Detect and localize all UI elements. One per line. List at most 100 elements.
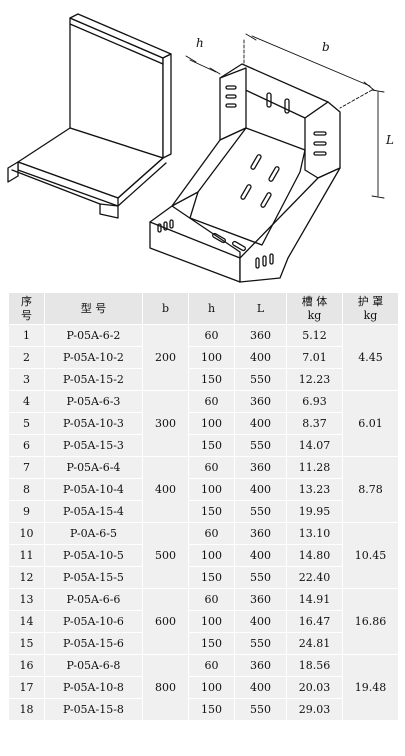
cell-L: 400: [234, 544, 287, 567]
cell-b: 800: [142, 654, 189, 721]
cell-index: 15: [8, 632, 45, 655]
cell-h: 60: [188, 390, 235, 413]
cell-trough-weight: 14.91: [286, 588, 343, 611]
cell-L: 550: [234, 698, 287, 721]
cell-L: 400: [234, 676, 287, 699]
cell-h: 150: [188, 566, 235, 589]
cell-trough-weight: 8.37: [286, 412, 343, 435]
cell-index: 8: [8, 478, 45, 501]
cell-index: 16: [8, 654, 45, 677]
cell-index: 6: [8, 434, 45, 457]
cell-trough-weight: 19.95: [286, 500, 343, 523]
cell-cover-weight: 8.78: [342, 456, 399, 523]
cell-model: P-05A-6-4: [44, 456, 143, 479]
cell-trough-weight: 6.93: [286, 390, 343, 413]
cell-model: P-05A-15-2: [44, 368, 143, 391]
header-b: b: [142, 292, 189, 325]
cell-trough-weight: 11.28: [286, 456, 343, 479]
cell-cover-weight: 10.45: [342, 522, 399, 589]
cell-index: 9: [8, 500, 45, 523]
cell-L: 550: [234, 368, 287, 391]
cell-model: P-05A-15-6: [44, 632, 143, 655]
cell-index: 1: [8, 324, 45, 347]
cell-index: 18: [8, 698, 45, 721]
cell-model: P-05A-6-6: [44, 588, 143, 611]
cell-L: 360: [234, 456, 287, 479]
cell-b: 200: [142, 324, 189, 391]
cell-model: P-05A-10-6: [44, 610, 143, 633]
cell-L: 360: [234, 588, 287, 611]
cell-model: P-05A-10-8: [44, 676, 143, 699]
cell-index: 7: [8, 456, 45, 479]
cell-L: 400: [234, 478, 287, 501]
cell-index: 13: [8, 588, 45, 611]
header-index: 序号: [8, 292, 45, 325]
cell-L: 360: [234, 654, 287, 677]
cell-index: 10: [8, 522, 45, 545]
cell-model: P-05A-15-4: [44, 500, 143, 523]
cell-L: 360: [234, 522, 287, 545]
cell-trough-weight: 13.10: [286, 522, 343, 545]
cell-trough-weight: 20.03: [286, 676, 343, 699]
cell-L: 360: [234, 390, 287, 413]
cell-model: P-05A-6-3: [44, 390, 143, 413]
cell-h: 150: [188, 698, 235, 721]
cell-h: 60: [188, 654, 235, 677]
cell-trough-weight: 12.23: [286, 368, 343, 391]
cell-index: 11: [8, 544, 45, 567]
cell-model: P-05A-6-8: [44, 654, 143, 677]
cell-h: 150: [188, 368, 235, 391]
cell-index: 17: [8, 676, 45, 699]
cell-h: 100: [188, 478, 235, 501]
cell-index: 5: [8, 412, 45, 435]
header-model: 型 号: [44, 292, 143, 325]
cell-trough-weight: 14.80: [286, 544, 343, 567]
cell-L: 550: [234, 500, 287, 523]
cell-model: P-05A-6-2: [44, 324, 143, 347]
cell-h: 150: [188, 632, 235, 655]
cell-b: 500: [142, 522, 189, 589]
cell-model: P-05A-10-2: [44, 346, 143, 369]
cell-L: 400: [234, 346, 287, 369]
cell-h: 60: [188, 588, 235, 611]
cell-model: P-05A-10-5: [44, 544, 143, 567]
trough-drawing: [149, 63, 341, 283]
cell-cover-weight: 4.45: [342, 324, 399, 391]
cell-cover-weight: 6.01: [342, 390, 399, 457]
cell-index: 12: [8, 566, 45, 589]
cell-h: 150: [188, 434, 235, 457]
cell-h: 100: [188, 610, 235, 633]
cell-cover-weight: 19.48: [342, 654, 399, 721]
header-h: h: [188, 292, 235, 325]
cable-tray-drawing: [7, 13, 385, 283]
dimension-label-b: b: [322, 40, 330, 54]
cell-model: P-05A-15-5: [44, 566, 143, 589]
cell-L: 400: [234, 610, 287, 633]
cell-b: 300: [142, 390, 189, 457]
cell-trough-weight: 13.23: [286, 478, 343, 501]
cell-model: P-05A-10-3: [44, 412, 143, 435]
cell-h: 100: [188, 544, 235, 567]
cell-h: 100: [188, 676, 235, 699]
dimension-label-h: h: [196, 36, 204, 50]
cell-h: 60: [188, 522, 235, 545]
